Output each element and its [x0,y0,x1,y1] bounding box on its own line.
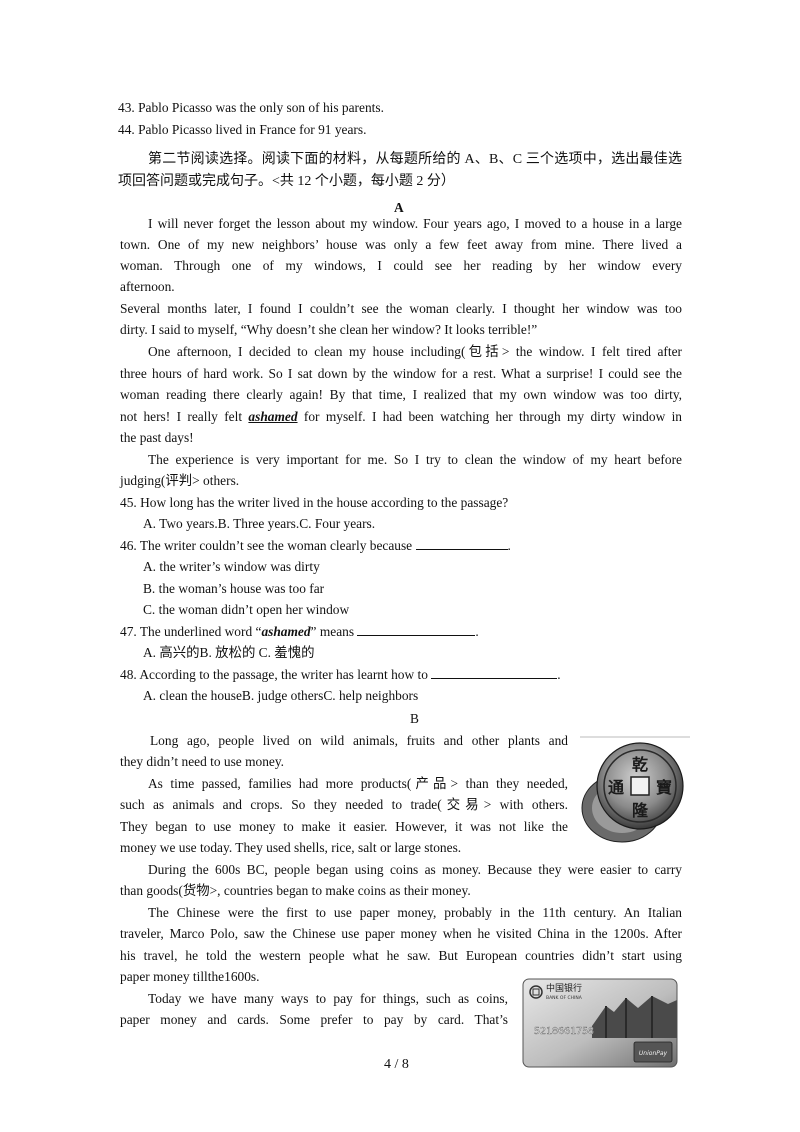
passage-a-line-ashamed: not hers! I really felt ashamed for myse… [120,409,683,424]
card-bank-name-en: BANK OF CHINA [546,995,583,1001]
question-46-option-c: C. the woman didn’t open her window [143,602,350,617]
section-2-instruction-line-1: 第二节阅读选择。阅读下面的材料，从每题所给的 A、B、C 三个选项中，选出最佳选 [148,152,682,167]
section-2-instruction-line-2: 项回答问题或完成句子。<共 12 个小题，每小题 2 分） [118,174,455,189]
passage-b-line: his travel, he told the western people w… [120,948,682,963]
question-46: 46. The writer couldn’t see the woman cl… [120,536,511,553]
answer-blank [415,536,508,550]
passage-a-line: woman reading there clearly again! By th… [120,387,682,402]
question-48: 48. According to the passage, the writer… [120,665,561,682]
passage-b-line: money we use today. They used shells, ri… [120,840,462,855]
passage-a-line: One afternoon, I decided to clean my hou… [148,344,682,359]
underlined-word-ashamed: ashamed [248,409,298,424]
question-48-options: A. clean the houseB. judge othersC. help… [143,688,419,703]
coin-char: 隆 [632,801,649,820]
coin-char: 乾 [632,755,648,774]
page-number: 4 / 8 [384,1057,409,1072]
passage-a-line: three hours of hard work. So I sat down … [120,366,682,381]
question-45-options: A. Two years.B. Three years.C. Four year… [143,516,376,531]
passage-a-line: woman. Through one of my windows, I coul… [120,258,682,273]
coin-char: 通 [608,778,624,797]
coin-char: 寶 [656,778,672,797]
passage-a-line: dirty. I said to myself, “Why doesn’t sh… [120,322,538,337]
question-47-options: A. 高兴的B. 放松的 C. 羞愧的 [143,645,315,660]
ancient-coin-image: 乾 隆 通 寶 [580,736,690,844]
answer-blank [357,622,476,636]
passage-b-line: than goods(货物>, countries began to make … [120,883,471,898]
passage-b-line: Today we have many ways to pay for thing… [148,991,508,1006]
passage-b-line: paper money tillthe1600s. [120,969,260,984]
passage-b-line: paper money and cards. Some prefer to pa… [120,1012,508,1027]
passage-b-line: As time passed, families had more produc… [148,776,568,791]
question-45: 45. How long has the writer lived in the… [120,495,509,510]
passage-a-line: The experience is very important for me.… [148,452,682,467]
bank-card-image: 中国银行 BANK OF CHINA 5218661758 UnionPay [522,978,678,1068]
passage-a-line: Several months later, I found I couldn’t… [120,301,682,316]
card-number: 5218661758 [534,1026,594,1037]
card-bank-name: 中国银行 [546,982,582,994]
passage-b-line: They began to use money to make it easie… [120,819,568,834]
question-46-option-a: A. the writer’s window was dirty [143,559,320,574]
passage-b-line: such as animals and crops. So they neede… [120,797,568,812]
answer-blank [431,665,558,679]
passage-b-line: During the 600s BC, people began using c… [148,862,682,877]
passage-a-line: judging(评判> others. [120,473,240,488]
passage-a-line: I will never forget the lesson about my … [148,216,682,231]
passage-a-line: afternoon. [120,279,175,294]
passage-b-line: they didn’t need to use money. [120,754,285,769]
passage-b-title: B [410,711,419,726]
passage-b-line: The Chinese were the first to use paper … [148,905,682,920]
passage-b-line: traveler, Marco Polo, saw the Chinese us… [120,926,682,941]
passage-a-line: town. One of my new neighbors’ house was… [120,237,682,252]
question-43: 43. Pablo Picasso was the only son of hi… [118,100,384,115]
card-brand: UnionPay [639,1050,668,1057]
passage-a-title: A [394,200,404,215]
passage-b-line: Long ago, people lived on wild animals, … [150,733,568,748]
question-44: 44. Pablo Picasso lived in France for 91… [118,122,367,137]
question-46-option-b: B. the woman’s house was too far [143,581,325,596]
question-47: 47. The underlined word “ashamed” means … [120,622,479,639]
passage-a-line: the past days! [120,430,194,445]
